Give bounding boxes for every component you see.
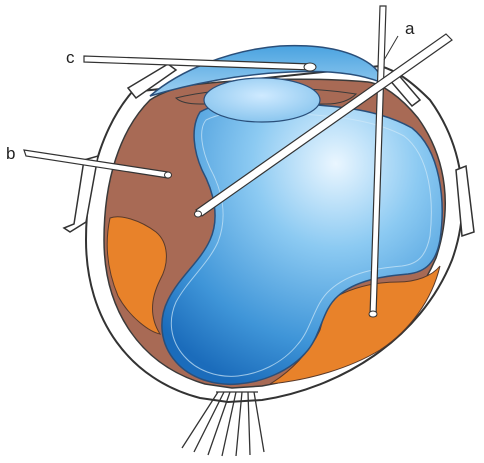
label-c: c xyxy=(66,49,75,66)
label-a: a xyxy=(405,20,414,37)
label-a-leader xyxy=(384,36,398,60)
lens xyxy=(204,78,320,122)
label-b: b xyxy=(6,145,15,162)
